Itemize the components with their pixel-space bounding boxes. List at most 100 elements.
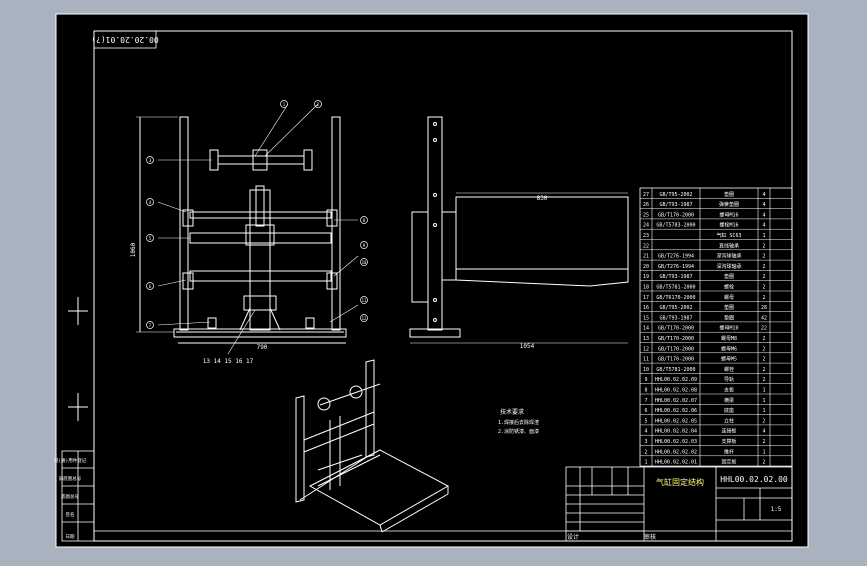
- bom-qty: 2: [762, 336, 765, 342]
- bom-code: HHL00.02.02.09: [655, 377, 697, 383]
- bom-code: GB/T5783-2000: [656, 223, 695, 229]
- bom-name: 气缸 SC63: [716, 232, 741, 239]
- balloon: [360, 314, 368, 322]
- bom-no: 22: [643, 243, 649, 249]
- bom-code: HHL00.02.02.02: [655, 449, 697, 455]
- bom-code: HHL00.02.02.06: [655, 408, 697, 414]
- bom-name: 螺母M10: [719, 325, 738, 332]
- balloon-label: 7: [149, 323, 152, 328]
- bom-name: 垫圈: [724, 191, 734, 198]
- balloon: [146, 234, 154, 242]
- left-strip-label: 底图总号: [61, 493, 79, 500]
- drawing-code-text: 00.20.20.01(?): [91, 35, 158, 44]
- balloon-label: 9: [363, 243, 366, 248]
- bom-qty: 4: [762, 429, 765, 435]
- bom-name: 螺母M6: [721, 345, 737, 352]
- bom-qty: 28: [761, 305, 767, 311]
- bom-code: GB/T95-2002: [659, 192, 692, 198]
- bom-qty: 4: [762, 202, 765, 208]
- bom-code: GB/T93-1987: [659, 274, 692, 280]
- bom-no: 5: [644, 418, 647, 424]
- bom-frame: [639, 187, 793, 467]
- bom-no: 14: [643, 326, 649, 332]
- bom-name: 连接板: [721, 428, 736, 435]
- bom-code: GB/T170-2000: [658, 346, 694, 352]
- balloon: [280, 100, 288, 108]
- bom-name: 螺栓: [724, 284, 734, 291]
- bom-code: GB/T6170-2000: [656, 295, 695, 301]
- bom-no: 11: [643, 357, 649, 363]
- balloon-label: 1: [283, 102, 286, 107]
- bom-code: GB/T95-2002: [659, 305, 692, 311]
- bom-code: GB/T93-1987: [659, 202, 692, 208]
- left-strip-label: 借(通)用件登记: [54, 457, 87, 464]
- balloon-label: 12: [362, 316, 367, 321]
- balloon-label: 6: [149, 284, 152, 289]
- note-1: 1.焊接后去除焊渣: [498, 419, 539, 426]
- bom-no: 25: [643, 212, 649, 218]
- bom-name: 直线轴承: [719, 242, 739, 249]
- balloon-label: 4: [149, 200, 152, 205]
- bom-qty: 22: [761, 326, 767, 332]
- bom-name: 螺母M8: [721, 335, 737, 342]
- bom-code: HHL00.02.02.03: [655, 439, 697, 445]
- bom-qty: 1: [762, 388, 765, 394]
- balloon-label: 10: [362, 260, 367, 265]
- bom-name: 支板: [724, 387, 734, 394]
- bom-name: 立柱: [724, 417, 734, 424]
- bom-no: 23: [643, 233, 649, 239]
- note-2: 2.涂防锈漆、面漆: [498, 428, 539, 435]
- bom-no: 15: [643, 315, 649, 321]
- bom-name: 深沟球轴承: [716, 253, 741, 260]
- balloon: [360, 216, 368, 224]
- bom-no: 12: [643, 346, 649, 352]
- bom-no: 13: [643, 336, 649, 342]
- notes-title: 技术要求: [500, 408, 524, 416]
- bom-no: 19: [643, 274, 649, 280]
- balloon: [360, 296, 368, 304]
- front-view: [136, 103, 359, 355]
- balloon: [146, 321, 154, 329]
- bom-qty: 4: [762, 192, 765, 198]
- title-block: [94, 466, 793, 542]
- bom-no: 17: [643, 295, 649, 301]
- bom-qty: 2: [762, 254, 765, 260]
- front-width-dimension: 790: [257, 344, 268, 351]
- left-strip-label: 签名: [66, 511, 75, 518]
- bom-name: 底座: [724, 407, 734, 414]
- bom-name: 螺母M5: [721, 356, 737, 363]
- bom-name: 垫圈: [724, 304, 734, 311]
- title-block-scale: 1:5: [771, 506, 782, 513]
- bom-qty: 2: [762, 460, 765, 466]
- bom-no: 7: [644, 398, 647, 404]
- bottom-callout-text: 13 14 15 16 17: [203, 358, 254, 365]
- bom-name: 垫圈: [724, 314, 734, 321]
- bom-code: HHL00.02.02.08: [655, 388, 697, 394]
- bom-no: 3: [644, 439, 647, 445]
- bom-code: GB/T170-2000: [658, 357, 694, 363]
- isometric-view: [295, 359, 450, 533]
- bom-qty: 2: [762, 346, 765, 352]
- bom-no: 1: [644, 460, 647, 466]
- bom-code: HHL00.02.02.07: [655, 398, 697, 404]
- left-strip-label: 日期: [66, 534, 75, 540]
- drawing-code-box: [93, 30, 157, 49]
- bom-qty: 42: [761, 315, 767, 321]
- side-view: [409, 116, 629, 344]
- bom-qty: 4: [762, 223, 765, 229]
- balloon-label: 3: [149, 158, 152, 163]
- bom-code: HHL00.02.02.05: [655, 418, 697, 424]
- balloon: [360, 241, 368, 249]
- balloon: [314, 100, 322, 108]
- bom-no: 24: [643, 223, 649, 229]
- centering-marks: [68, 297, 88, 421]
- bom-qty: 1: [762, 398, 765, 404]
- bom-qty: 2: [762, 418, 765, 424]
- bom-no: 18: [643, 285, 649, 291]
- bom-name: 固定板: [721, 459, 736, 466]
- bom-name: 推杆: [724, 448, 734, 455]
- title-block-drawing-number: HHL00.02.02.00: [720, 475, 788, 484]
- bom-name: 螺母M16: [719, 211, 738, 218]
